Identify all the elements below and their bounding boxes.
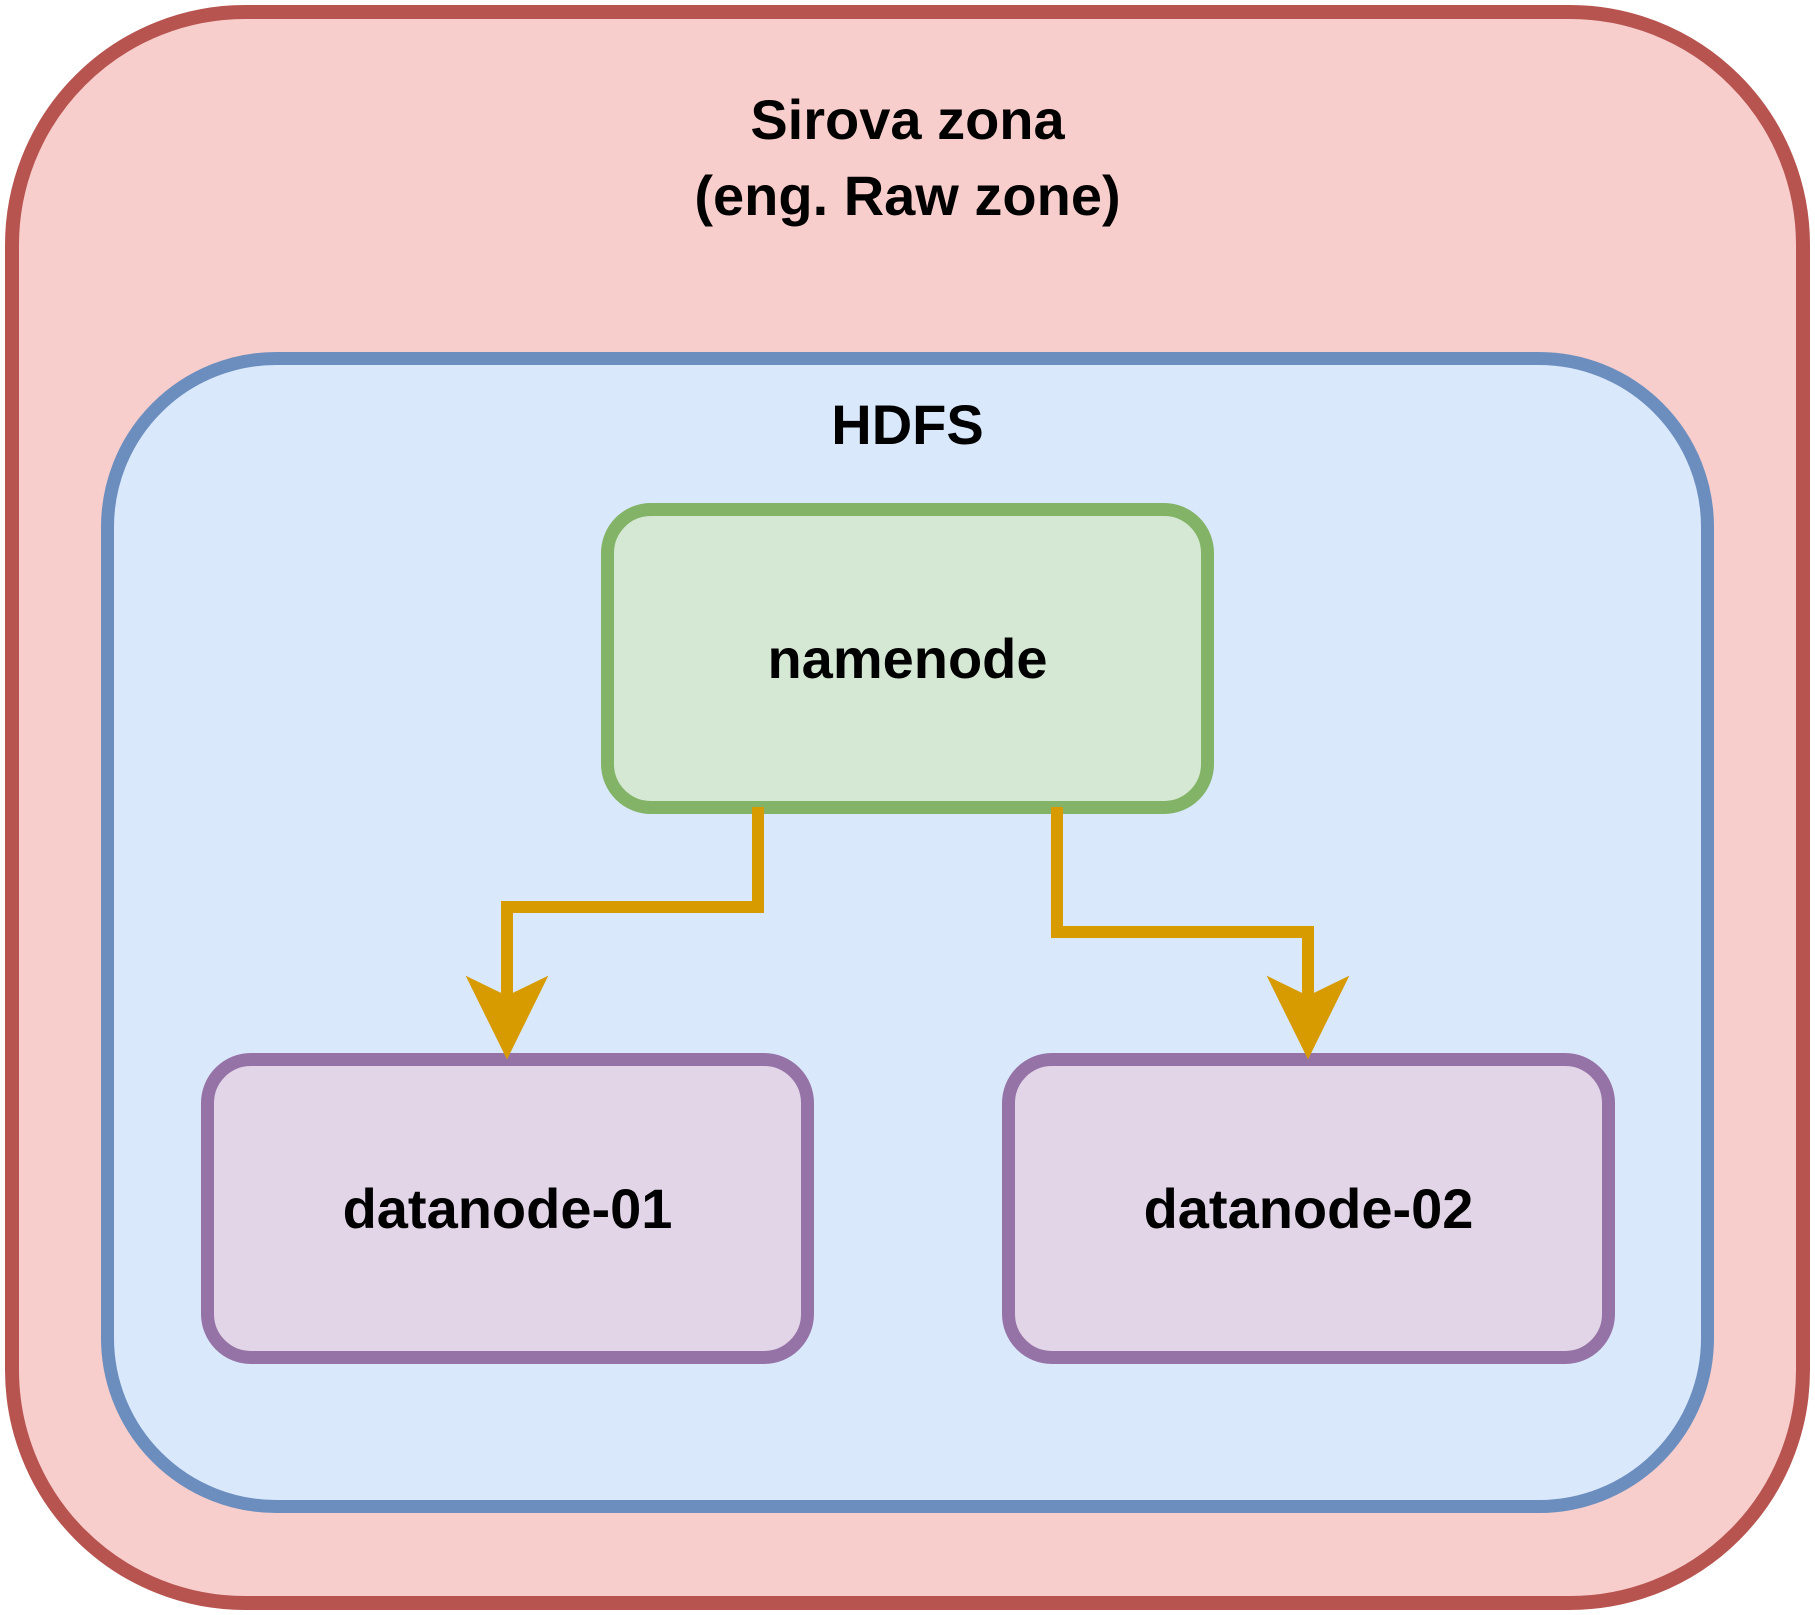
datanode-02-box: datanode-02	[1002, 1053, 1615, 1364]
raw-zone-title: Sirova zona (eng. Raw zone)	[694, 88, 1121, 227]
hdfs-title: HDFS	[831, 393, 984, 456]
namenode-box: namenode	[601, 503, 1214, 814]
datanode-01-box: datanode-01	[201, 1053, 814, 1364]
datanode-02-label: datanode-02	[1143, 1177, 1474, 1240]
namenode-label: namenode	[767, 627, 1048, 690]
datanode-01-label: datanode-01	[342, 1177, 673, 1240]
